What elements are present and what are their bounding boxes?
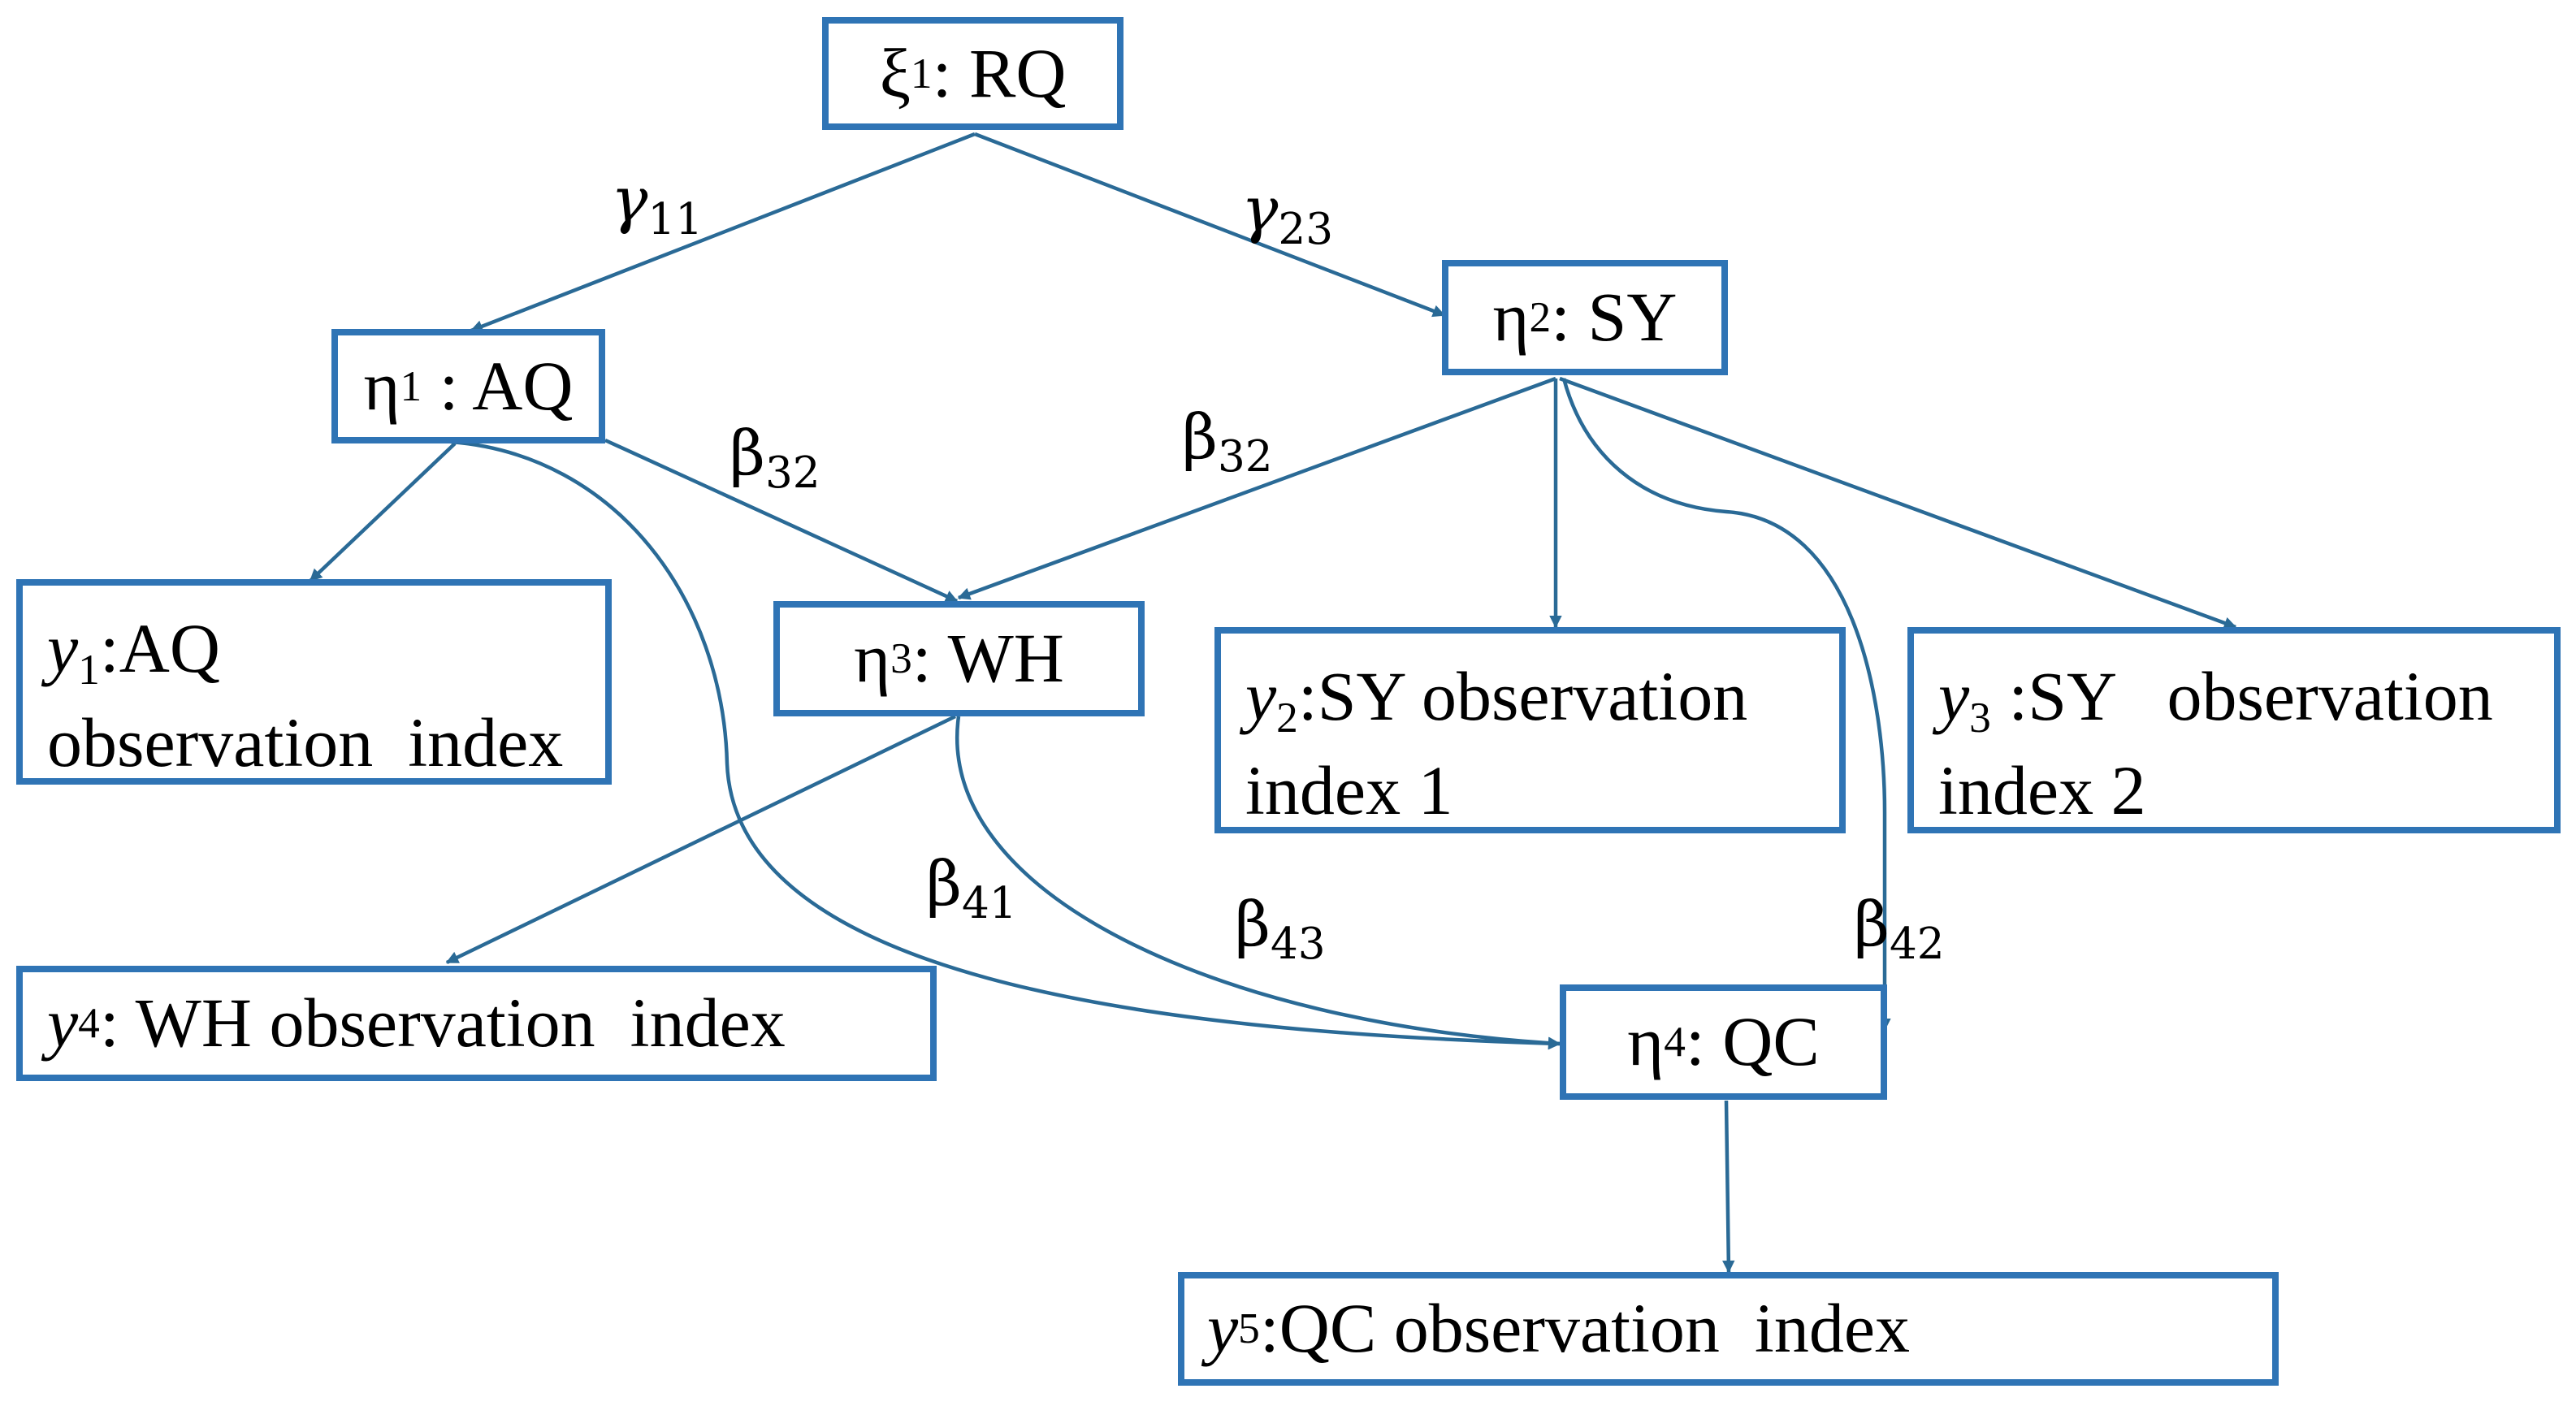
- edge-eta1-y1: [309, 442, 457, 582]
- edge-label-beta42: β42: [1854, 893, 1945, 966]
- edge-eta2-y3: [1559, 376, 2237, 629]
- y1-subscript: 1: [78, 644, 100, 694]
- edge-label-gamma23: γ23: [1241, 179, 1333, 251]
- xi1-label: : RQ: [932, 33, 1067, 112]
- y3-line1-text: :SY observation: [1990, 657, 2493, 735]
- y1-line2: observation index: [47, 703, 564, 782]
- eta2-subscript: 2: [1529, 292, 1552, 342]
- beta32-right-subscript: 32: [1217, 430, 1273, 482]
- edge-label-gamma11: γ11: [611, 169, 703, 241]
- eta1-symbol: η: [363, 346, 400, 425]
- y3-symbol: y: [1938, 657, 1970, 735]
- y4-label: : WH observation index: [99, 984, 786, 1062]
- y2-subscript: 2: [1276, 692, 1298, 742]
- xi1-symbol: ξ: [879, 33, 911, 112]
- y2-symbol: y: [1245, 657, 1277, 735]
- y3-line1: y3 :SY observation: [1938, 651, 2530, 746]
- eta2-label: : SY: [1551, 278, 1678, 357]
- gamma23-symbol: γ: [1241, 173, 1279, 245]
- beta42-subscript: 42: [1889, 918, 1945, 969]
- edge-label-beta32-left: β32: [730, 422, 820, 495]
- eta3-symbol: η: [854, 619, 891, 698]
- edge-eta1-eta3: [604, 438, 959, 603]
- edge-eta2-eta4: [1561, 378, 1891, 1032]
- xi1-subscript: 1: [910, 48, 933, 97]
- gamma23-subscript: 23: [1278, 203, 1334, 254]
- y3-line2: index 2: [1938, 751, 2146, 830]
- y4-subscript: 4: [78, 998, 100, 1048]
- y2-line1: y2:SY observation: [1245, 651, 1815, 746]
- beta41-subscript: 41: [961, 877, 1017, 928]
- y2-line2: index 1: [1245, 751, 1453, 830]
- edge-eta3-eta4: [955, 716, 1561, 1049]
- eta4-symbol: η: [1627, 1002, 1665, 1081]
- beta41-symbol: β: [926, 847, 962, 919]
- eta1-label: : AQ: [422, 346, 574, 425]
- eta3-label: : WH: [911, 619, 1064, 698]
- eta4-label: : QC: [1685, 1002, 1820, 1081]
- y3-subscript: 3: [1969, 692, 1991, 742]
- y1-line1: y1:AQ: [47, 603, 581, 698]
- node-y3-sy-observation-2: y3 :SY observation index 2: [1907, 627, 2561, 833]
- gamma11-subscript: 11: [647, 193, 704, 244]
- beta32-left-subscript: 32: [764, 447, 820, 498]
- gamma11-symbol: γ: [611, 163, 648, 236]
- eta2-symbol: η: [1492, 278, 1530, 357]
- edge-label-beta32-right: β32: [1182, 406, 1273, 478]
- beta32-right-symbol: β: [1182, 400, 1218, 473]
- edge-label-beta41: β41: [926, 853, 1017, 925]
- node-y2-sy-observation-1: y2:SY observation index 1: [1214, 627, 1846, 833]
- eta4-subscript: 4: [1664, 1017, 1686, 1066]
- y5-label: :QC observation index: [1259, 1289, 1910, 1368]
- beta32-left-symbol: β: [730, 417, 765, 489]
- beta43-subscript: 43: [1270, 918, 1326, 969]
- edge-eta4-y5: [1722, 1100, 1735, 1274]
- beta43-symbol: β: [1235, 888, 1271, 960]
- edge-eta2-eta3: [957, 376, 1556, 600]
- edge-eta1-eta4: [450, 439, 1561, 1050]
- y5-symbol: y: [1207, 1289, 1239, 1368]
- eta1-subscript: 1: [400, 361, 422, 410]
- y5-subscript: 5: [1238, 1304, 1260, 1353]
- edge-eta3-y4: [445, 714, 956, 965]
- node-y1-aq-observation: y1:AQ observation index: [16, 579, 612, 785]
- eta3-subscript: 3: [890, 634, 912, 683]
- y4-symbol: y: [47, 984, 79, 1062]
- edge-label-beta43: β43: [1235, 893, 1326, 966]
- y1-line1-text: :AQ: [99, 609, 220, 687]
- y2-line1-text: :SY observation: [1297, 657, 1748, 735]
- edge-xi1-eta1: [470, 132, 976, 333]
- beta42-symbol: β: [1854, 888, 1890, 960]
- edge-xi1-eta2: [974, 132, 1446, 318]
- y1-symbol: y: [47, 609, 79, 687]
